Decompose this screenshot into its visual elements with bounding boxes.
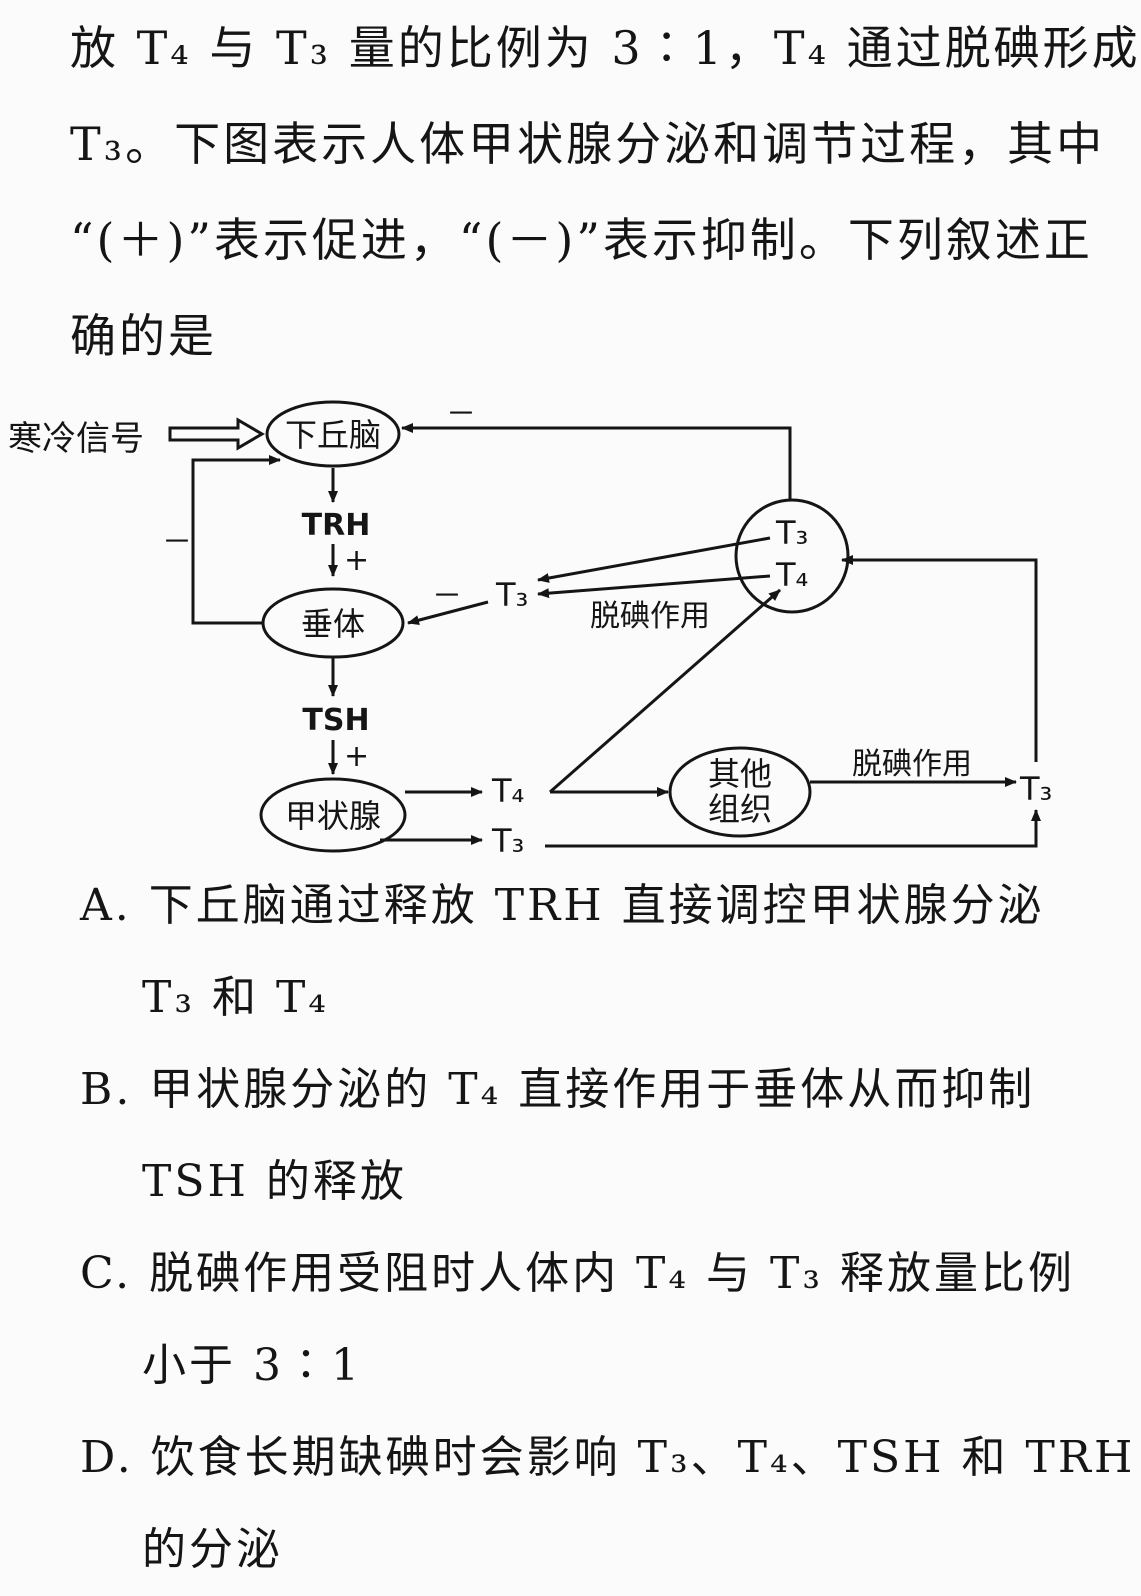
option-d[interactable]: D. 饮食长期缺碘时会影响 T₃、T₄、TSH 和 TRH 的分泌 [80,1412,1136,1596]
question-stem: 放 T₄ 与 T₃ 量的比例为 3∶1，T₄ 通过脱碘形成 T₃。下图表示人体甲… [70,0,1141,384]
cold-signal-label: 寒冷信号 [8,419,144,459]
option-d-line-1: D. 饮食长期缺碘时会影响 T₃、T₄、TSH 和 TRH [80,1432,1136,1483]
stem-line-4: 确的是 [70,309,217,363]
option-b-line-2: TSH 的释放 [142,1156,407,1207]
mid-deiodination-label: 脱碘作用 [590,599,710,634]
bottom-t3-to-right-t3-arrow [545,809,1041,848]
blood-hormone-circle [734,498,850,614]
option-b[interactable]: B. 甲状腺分泌的 T₄ 直接作用于垂体从而抑制 TSH 的释放 [80,1044,1070,1228]
option-c-line-2: 小于 3∶1 [142,1340,362,1391]
mid-t3-to-pituitary-arrow [407,600,489,626]
pituitary-feedback-minus: － [162,525,192,560]
pituitary-inhibition-minus: － [432,579,462,614]
right-t3-to-circle-arrow [841,555,1038,762]
thyroid-regulation-diagram: 寒冷信号 下丘脑 TRH + 垂体 － TSH + 甲状腺 T₄ T₃ 其他 组… [8,397,1052,860]
trh-plus-sign: + [344,543,369,578]
circle-t4-deiodination-arrow [537,574,771,599]
circle-feedback-to-hypothalamus-arrow [401,423,792,500]
trh-label: TRH [302,508,371,543]
option-b-line-1: B. 甲状腺分泌的 T₄ 直接作用于垂体从而抑制 [80,1064,1036,1115]
option-c-line-1: C. 脱碘作用受阻时人体内 T₄ 与 T₃ 释放量比例 [80,1248,1075,1299]
other-tissue-label-2: 组织 [708,790,772,828]
hypothalamus-node [265,400,401,468]
option-a-line-2: T₃ 和 T₄ [142,972,329,1023]
option-d-line-2: 的分泌 [142,1524,283,1575]
option-a[interactable]: A. 下丘脑通过释放 TRH 直接调控甲状腺分泌 T₃ 和 T₄ [80,860,1070,1044]
option-a-line-1: A. 下丘脑通过释放 TRH 直接调控甲状腺分泌 [80,880,1045,931]
hypothalamus-feedback-minus: － [446,397,476,432]
other-tissue-label-1: 其他 [708,755,772,793]
hypothalamus-label: 下丘脑 [285,416,381,454]
stem-line-3: “(＋)”表示促进，“(－)”表示抑制。下列叙述正 [70,213,1093,267]
right-t3-label: T₃ [1019,770,1052,808]
tsh-plus-sign: + [344,739,369,774]
circle-t3-label: T₃ [775,514,808,552]
t4-to-blood-circle-arrow [549,588,781,794]
stem-line-1: 放 T₄ 与 T₃ 量的比例为 3∶1，T₄ 通过脱碘形成 [70,21,1141,75]
pituitary-label: 垂体 [301,605,365,643]
circle-t3-to-mid-t3-arrow [537,536,771,583]
answer-options: A. 下丘脑通过释放 TRH 直接调控甲状腺分泌 T₃ 和 T₄ B. 甲状腺分… [80,860,1136,1596]
tsh-label: TSH [302,703,369,738]
mid-t3-label: T₃ [495,576,528,614]
stem-line-2: T₃。下图表示人体甲状腺分泌和调节过程，其中 [70,117,1106,171]
thyroid-node [259,777,407,853]
option-c[interactable]: C. 脱碘作用受阻时人体内 T₄ 与 T₃ 释放量比例 小于 3∶1 [80,1228,1075,1412]
thyroid-label: 甲状腺 [285,797,381,835]
cold-signal-arrow [168,417,265,451]
other-tissue-node [668,746,812,838]
thyroid-t3-label: T₃ [491,822,524,860]
thyroid-t4-label: T₄ [491,772,524,810]
pituitary-feedback-arrow [191,455,281,625]
circle-t4-label: T₄ [775,556,808,594]
other-tissue-deiodination-label: 脱碘作用 [852,747,972,782]
